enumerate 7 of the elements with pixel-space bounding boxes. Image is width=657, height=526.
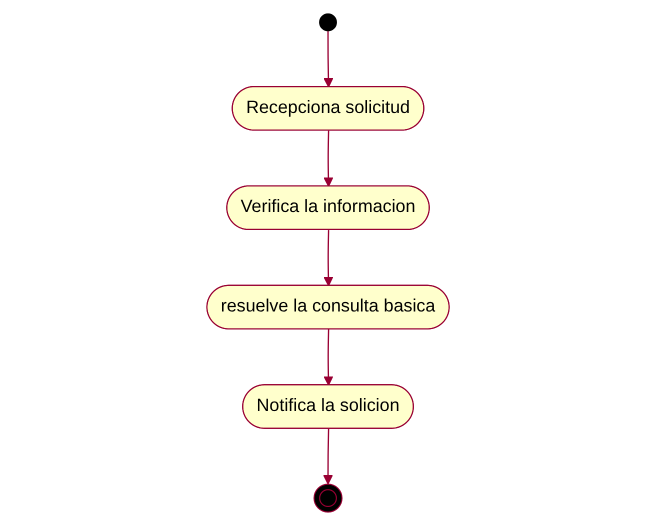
arrow xyxy=(324,30,334,88)
arrow xyxy=(324,428,334,485)
node-circle xyxy=(314,484,344,513)
node-circle xyxy=(320,13,338,32)
arrow xyxy=(324,230,334,286)
arrow xyxy=(324,329,334,386)
arrow xyxy=(324,130,334,187)
